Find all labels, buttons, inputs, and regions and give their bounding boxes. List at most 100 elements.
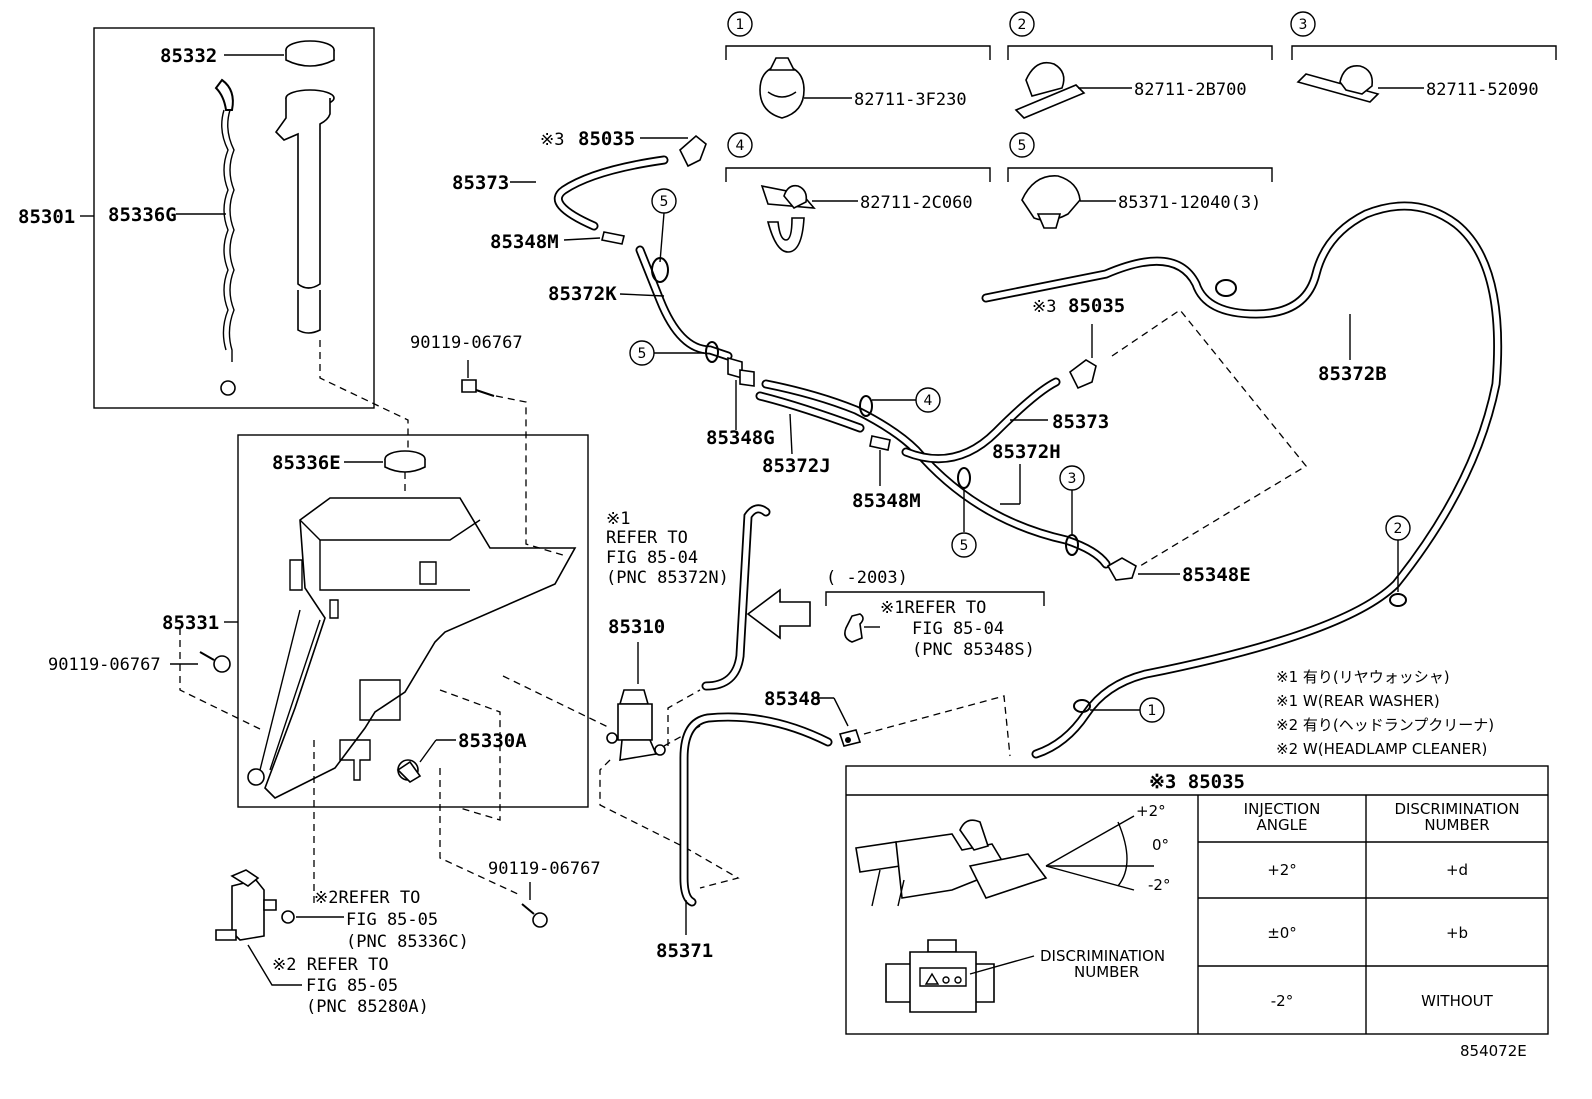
nozzle-illustration: +2° 0° -2° — [855, 802, 1170, 907]
table-cell: +b — [1446, 924, 1468, 942]
svg-text:※2 有り(ヘッドランプクリーナ): ※2 有り(ヘッドランプクリーナ) — [1276, 716, 1494, 734]
filler-group: 85332 85336G 85301 — [18, 27, 375, 409]
inset-title: ※3 85035 — [1149, 771, 1245, 793]
clip-1-marker: 1 — [727, 11, 753, 37]
svg-text:85035: 85035 — [1068, 295, 1125, 317]
svg-text:(PNC 85372N): (PNC 85372N) — [606, 568, 729, 588]
joint-85348M-top: 85348M — [490, 231, 625, 253]
footnotes: ※1 有り(リヤウォッシャ) ※1 W(REAR WASHER) ※2 有り(ヘ… — [1276, 668, 1494, 758]
svg-text:2: 2 — [1018, 17, 1027, 33]
svg-text:※2 W(HEADLAMP CLEANER): ※2 W(HEADLAMP CLEANER) — [1276, 740, 1487, 758]
hose-network — [553, 155, 1503, 759]
svg-text:FIG 85-05: FIG 85-05 — [346, 910, 438, 930]
clip-82711-2B700: 82711-2B700 — [1014, 61, 1247, 119]
svg-text:85330A: 85330A — [458, 730, 527, 752]
svg-text:5: 5 — [638, 346, 647, 362]
nozzle-85035-mid: ※3 85035 — [1032, 295, 1307, 567]
svg-text:82711-2C060: 82711-2C060 — [860, 193, 973, 213]
table-cell: +d — [1446, 861, 1468, 879]
table-cell: WITHOUT — [1421, 992, 1493, 1010]
svg-text:4: 4 — [736, 138, 745, 154]
svg-text:NUMBER: NUMBER — [1424, 816, 1489, 834]
joint-85348E: 85348E — [1106, 557, 1251, 586]
label-85372J: 85372J — [762, 413, 831, 477]
direction-arrow — [746, 588, 811, 640]
svg-text:85336G: 85336G — [108, 204, 177, 226]
table-cell: ±0° — [1267, 924, 1297, 942]
bolt-90119-bottom: 90119-06767 — [439, 768, 601, 928]
svg-text:DISCRIMINATION: DISCRIMINATION — [1394, 800, 1519, 818]
clip-marker-5b: 5 — [629, 340, 719, 366]
table-cell: -2° — [1271, 992, 1293, 1010]
svg-text:※1 W(REAR WASHER): ※1 W(REAR WASHER) — [1276, 692, 1440, 710]
svg-text:85310: 85310 — [608, 616, 665, 638]
clip-marker-2: 2 — [1385, 515, 1411, 607]
svg-text:1: 1 — [736, 17, 745, 33]
svg-text:+2°: +2° — [1136, 802, 1166, 820]
svg-text:※3: ※3 — [540, 130, 564, 150]
tank-group: 85336E 85331 85330A — [162, 434, 589, 808]
bolt-90119-left: 90119-06767 — [48, 628, 263, 731]
svg-text:82711-3F230: 82711-3F230 — [854, 90, 967, 110]
svg-text:85371-12040(3): 85371-12040(3) — [1118, 193, 1261, 213]
svg-text:85035: 85035 — [578, 128, 635, 150]
clip-85371-12040: 85371-12040(3) — [1021, 175, 1261, 229]
svg-text:-2°: -2° — [1148, 876, 1170, 894]
svg-text:85372H: 85372H — [992, 441, 1061, 463]
svg-text:※1 有り(リヤウォッシャ): ※1 有り(リヤウォッシャ) — [1276, 668, 1450, 686]
svg-text:85371: 85371 — [656, 940, 713, 962]
clip-3-marker: 3 — [1290, 11, 1316, 37]
washer-tank-85331: 85331 — [162, 497, 577, 799]
svg-text:85372K: 85372K — [548, 283, 617, 305]
svg-text:82711-2B700: 82711-2B700 — [1134, 80, 1247, 100]
svg-text:3: 3 — [1068, 471, 1077, 487]
label-85372B: 85372B — [1215, 279, 1387, 385]
svg-text:INJECTION: INJECTION — [1244, 800, 1321, 818]
pump-headlamp — [215, 869, 344, 986]
svg-text:85372B: 85372B — [1318, 363, 1387, 385]
svg-text:1: 1 — [1148, 703, 1157, 719]
clip-marker-5c: 5 — [951, 467, 977, 558]
label-85373-right: 85373 — [1010, 411, 1109, 433]
svg-text:5: 5 — [660, 194, 669, 210]
svg-text:90119-06767: 90119-06767 — [488, 859, 601, 879]
svg-text:4: 4 — [924, 393, 933, 409]
hose-85372N — [701, 504, 771, 691]
nozzle-85035-top: ※3 85035 85373 — [452, 128, 707, 194]
label-85372K: 85372K — [548, 283, 665, 305]
svg-text:5: 5 — [960, 538, 969, 554]
grommet-85330A: 85330A — [396, 730, 527, 784]
hose-85371: 85371 — [656, 712, 833, 962]
svg-text:2: 2 — [1394, 521, 1403, 537]
svg-text:※2 REFER TO: ※2 REFER TO — [272, 955, 389, 975]
refer-85348S: ( -2003) ※1REFER TO FIG 85-04 (PNC 85348… — [825, 568, 1045, 660]
label-85372H: 85372H — [992, 441, 1061, 505]
clip-marker-3: 3 — [1059, 465, 1085, 556]
svg-text:REFER TO: REFER TO — [606, 528, 688, 548]
svg-text:NUMBER: NUMBER — [1074, 963, 1139, 981]
svg-text:85336E: 85336E — [272, 452, 341, 474]
svg-text:FIG 85-04: FIG 85-04 — [912, 619, 1004, 639]
svg-text:DISCRIMINATION: DISCRIMINATION — [1040, 947, 1165, 965]
clip-legend: 1 2 3 4 5 82711-3F230 — [725, 11, 1557, 253]
svg-text:85348G: 85348G — [706, 427, 775, 449]
refer-85280A: ※2 REFER TO FIG 85-05 (PNC 85280A) — [272, 955, 429, 1017]
grommet-85336E: 85336E — [272, 450, 426, 474]
clip-marker-5a: 5 — [651, 188, 677, 283]
svg-text:(PNC 85348S): (PNC 85348S) — [912, 640, 1035, 660]
svg-text:85348E: 85348E — [1182, 564, 1251, 586]
clip-4-marker: 4 — [727, 132, 753, 158]
svg-text:※1REFER TO: ※1REFER TO — [880, 598, 986, 618]
svg-text:3: 3 — [1299, 17, 1308, 33]
joint-85348: 85348 — [764, 688, 1011, 757]
svg-text:FIG 85-05: FIG 85-05 — [306, 976, 398, 996]
bolt-90119-top: 90119-06767 — [410, 333, 567, 557]
nozzle-inset: ※3 85035 INJECTION ANGLE DISCRIMINATION … — [845, 765, 1549, 1035]
svg-text:82711-52090: 82711-52090 — [1426, 80, 1539, 100]
clip-82711-2C060: 82711-2C060 — [760, 184, 973, 253]
level-gauge-85336G: 85336G — [108, 78, 236, 396]
clip-marker-4: 4 — [859, 387, 941, 417]
clip-82711-52090: 82711-52090 — [1296, 65, 1539, 103]
svg-text:0°: 0° — [1152, 836, 1169, 854]
